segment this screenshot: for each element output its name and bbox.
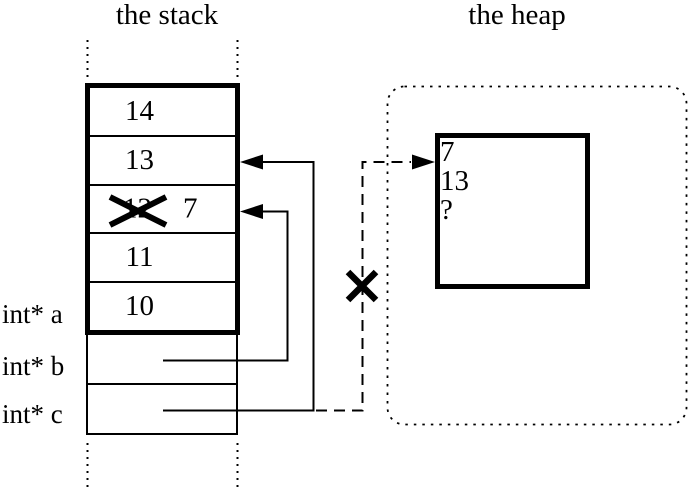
dangling-heap-pointer-arrow [316,154,435,412]
heap-slot: 7 [440,138,585,167]
stack-slot: 14 [90,88,235,137]
pointer-variable-slots [86,335,238,435]
cross-out-icon [345,269,379,303]
pointer-label-a: int* a [2,299,63,329]
heap-slot: 13 [440,167,585,196]
stack-title: the stack [115,0,219,31]
heap-block: 7 13 ? [435,133,590,289]
heap-slot: ? [440,196,585,225]
stack-slot-new-value: 7 [183,192,198,225]
stack-slot-value: 13 [125,143,154,176]
stack-slot-value: 11 [125,241,154,274]
stack-slot-value: 14 [125,94,154,127]
pointer-label-c: int* c [2,399,63,429]
stack-slot: 11 [90,234,235,284]
heap-slot-value: ? [440,194,453,226]
pointer-slot-b [88,335,236,385]
pointer-label-b: int* b [2,351,65,381]
stack-slot-overwritten: 12 7 [90,186,235,235]
heap-title: the heap [468,0,566,31]
cross-out-icon [108,193,168,228]
arrowhead-right-icon [412,154,435,170]
stack-slot: 10 [90,283,235,330]
pointer-slot-c [88,385,236,433]
stack-frame: 14 13 12 7 11 10 [85,83,240,335]
stack-slot-value: 10 [125,290,154,323]
stack-slot: 13 [90,137,235,186]
arrowhead-left-icon [240,204,263,219]
heap-slot-value: 13 [440,165,469,197]
heap-slot-value: 7 [440,136,455,168]
arrowhead-left-icon [240,154,263,170]
